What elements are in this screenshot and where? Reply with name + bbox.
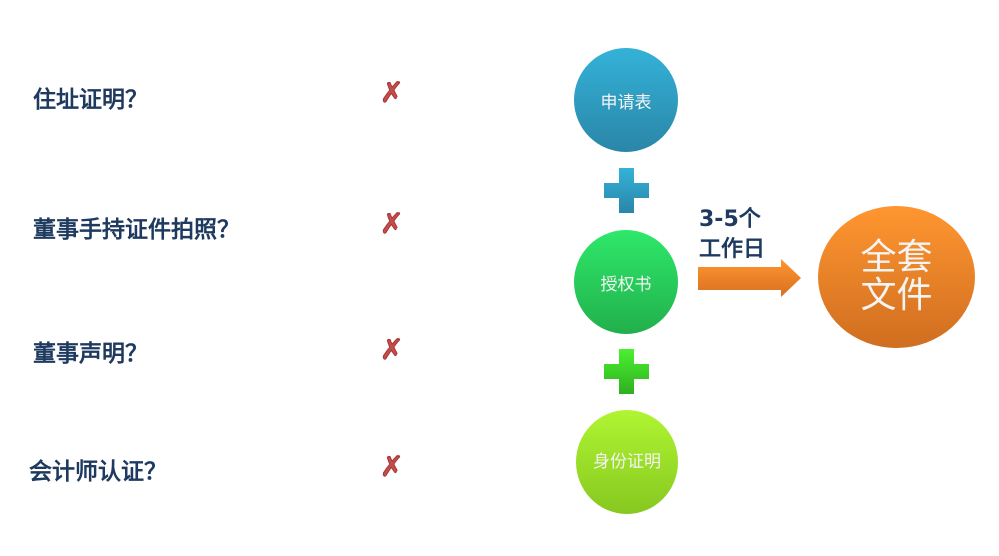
plus-icon [604,349,649,394]
requirement-label: 董事手持证件拍照？ [33,217,240,243]
cross-icon: ✗ [379,207,404,240]
duration-label: 3-5个工作日 [699,207,766,262]
authorization-circle: 授权书 [574,230,678,334]
id-proof-circle: 身份证明 [576,410,678,514]
application-form-circle: 申请表 [574,48,678,152]
requirement-label: 董事声明？ [33,341,148,367]
requirement-label: 住址证明？ [33,87,148,113]
circle-label: 身份证明 [593,452,661,472]
plus-icon [604,168,649,213]
circle-label: 申请表 [600,92,652,113]
circle-label: 全套文件 [860,237,933,316]
cross-icon: ✗ [379,450,404,483]
full-documents-circle: 全套文件 [818,206,975,348]
circle-label: 授权书 [600,274,652,295]
arrow-icon [698,259,801,297]
cross-icon: ✗ [379,333,404,366]
cross-icon: ✗ [379,76,404,109]
requirement-label: 会计师认证？ [29,459,167,485]
